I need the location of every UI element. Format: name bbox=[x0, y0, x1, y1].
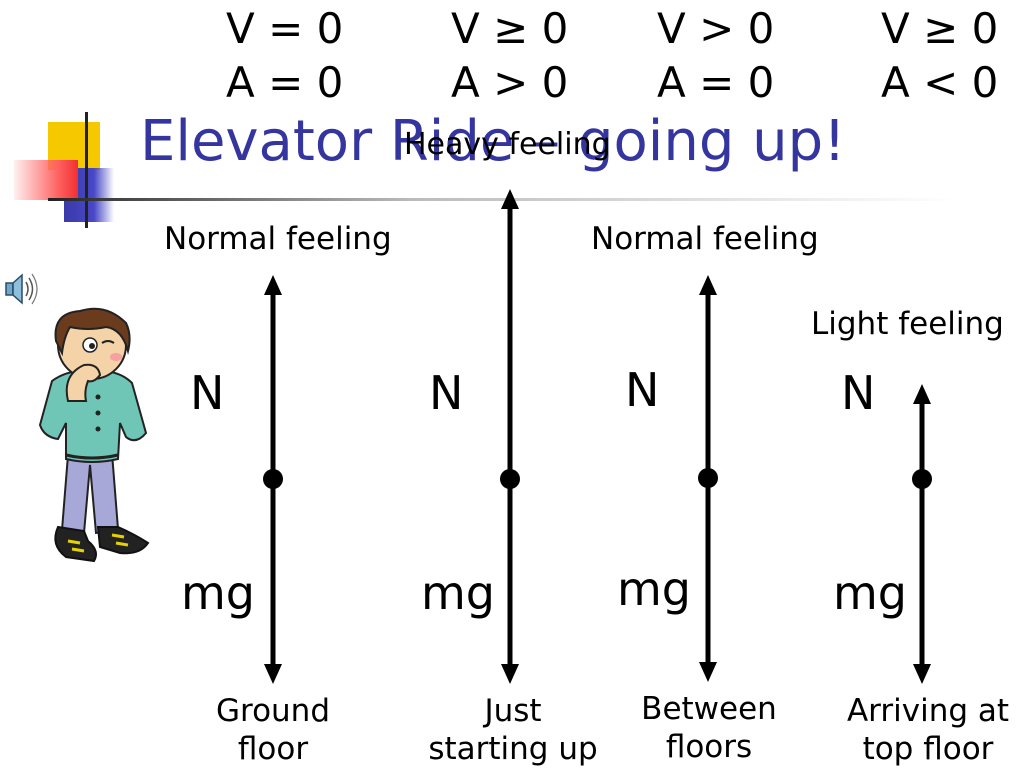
decor-vertical-line bbox=[85, 112, 88, 228]
stage-caption-ground: Ground floor bbox=[183, 692, 363, 768]
velocity-condition: V ≥ 0 bbox=[881, 4, 999, 53]
acceleration-condition: A < 0 bbox=[881, 58, 999, 107]
condition-arriving-top: V ≥ 0 A < 0 bbox=[881, 2, 1024, 110]
body-point bbox=[263, 469, 283, 489]
caption-line: Between bbox=[641, 691, 777, 727]
normal-force-label: N bbox=[841, 366, 876, 420]
slide-title: Elevator Ride – going up! bbox=[140, 109, 846, 174]
stage-caption-between: Between floors bbox=[619, 690, 799, 766]
caption-line: top floor bbox=[862, 731, 994, 767]
arrowhead-down bbox=[264, 664, 282, 684]
caption-line: Just bbox=[484, 693, 542, 729]
arrowhead-up bbox=[501, 189, 519, 209]
stage-caption-arriving: Arriving at top floor bbox=[838, 692, 1018, 768]
arrowhead-down bbox=[699, 662, 717, 682]
caption-line: starting up bbox=[428, 731, 598, 767]
velocity-condition: V = 0 bbox=[226, 4, 344, 53]
arrowhead-up bbox=[699, 275, 717, 295]
condition-ground-floor: V = 0 A = 0 bbox=[226, 2, 416, 110]
thinking-boy-icon bbox=[38, 307, 150, 563]
acceleration-condition: A > 0 bbox=[451, 58, 569, 107]
body-point bbox=[698, 468, 718, 488]
feeling-label-between: Normal feeling bbox=[591, 221, 819, 257]
force-diagram-between bbox=[698, 275, 718, 682]
caption-line: Arriving at bbox=[846, 693, 1010, 729]
condition-starting-up: V ≥ 0 A > 0 bbox=[451, 2, 641, 110]
normal-force-label: N bbox=[190, 366, 225, 420]
feeling-label-arriving: Light feeling bbox=[811, 306, 1004, 342]
force-diagram-ground bbox=[263, 275, 283, 684]
weight-force-label: mg bbox=[181, 566, 256, 620]
weight-force-label: mg bbox=[421, 566, 496, 620]
velocity-condition: V > 0 bbox=[657, 4, 775, 53]
speaker-icon[interactable] bbox=[2, 270, 42, 308]
acceleration-condition: A = 0 bbox=[226, 58, 344, 107]
arrowhead-up bbox=[913, 384, 931, 404]
velocity-condition: V ≥ 0 bbox=[451, 4, 569, 53]
arrowhead-down bbox=[913, 664, 931, 684]
arrowhead-up bbox=[264, 275, 282, 295]
body-point bbox=[912, 469, 932, 489]
force-diagram-starting bbox=[500, 189, 520, 684]
caption-line: floor bbox=[237, 731, 309, 767]
decor-red-square bbox=[14, 160, 78, 200]
acceleration-condition: A = 0 bbox=[657, 58, 775, 107]
condition-between-floors: V > 0 A = 0 bbox=[657, 2, 847, 110]
body-point bbox=[500, 469, 520, 489]
arrowhead-down bbox=[501, 664, 519, 684]
caption-line: Ground bbox=[215, 693, 331, 729]
weight-force-label: mg bbox=[617, 562, 692, 616]
feeling-label-starting: Heavy feeling bbox=[404, 127, 611, 162]
title-underline bbox=[48, 198, 958, 201]
feeling-label-ground: Normal feeling bbox=[164, 221, 392, 257]
force-diagram-arriving bbox=[912, 384, 932, 684]
normal-force-label: N bbox=[625, 363, 660, 417]
normal-force-label: N bbox=[429, 366, 464, 420]
caption-line: floors bbox=[665, 729, 753, 765]
stage-caption-starting: Just starting up bbox=[423, 692, 603, 768]
weight-force-label: mg bbox=[833, 566, 908, 620]
